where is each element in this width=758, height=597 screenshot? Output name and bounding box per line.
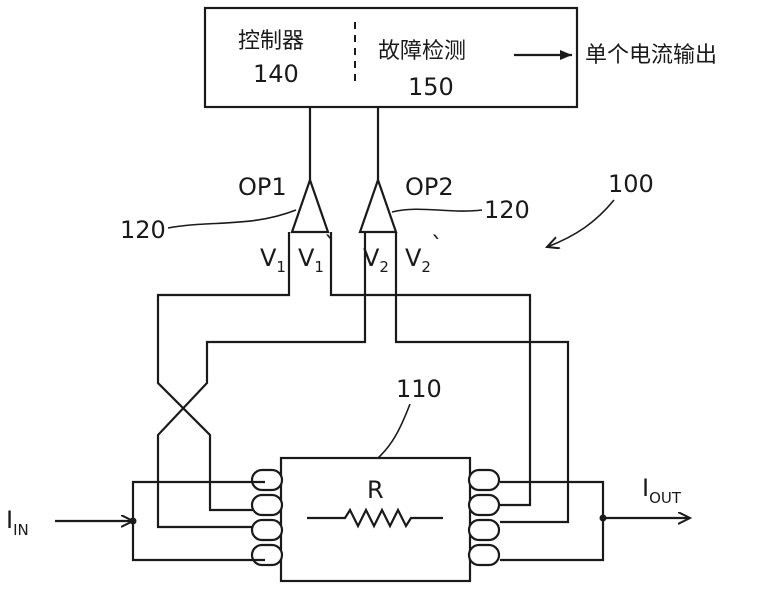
op1-amplifier — [290, 176, 330, 234]
pad-right-2 — [467, 493, 501, 517]
resistor-label: R — [367, 476, 384, 504]
output-node — [599, 514, 607, 522]
current-in-label: IIN — [6, 506, 29, 539]
op1-label: OP1 — [238, 173, 287, 201]
amp-ref-right-leader — [391, 208, 483, 213]
resistor-ref-leader — [377, 403, 411, 459]
controller-box — [203, 6, 579, 109]
pad-left-1 — [250, 468, 284, 492]
v2-label: V2 — [363, 244, 389, 276]
module-ref-arrow — [547, 199, 615, 247]
pad-left-4 — [250, 543, 284, 567]
resistor-package — [279, 456, 472, 583]
module-ref: 100 — [608, 170, 654, 198]
pad-left-3 — [250, 518, 284, 542]
input-node — [129, 517, 137, 525]
amp-ref-left-leader — [167, 209, 297, 229]
op1-v1-wire — [156, 232, 291, 512]
amp-ref-right: 120 — [484, 196, 530, 224]
output-label: 单个电流输出 — [585, 43, 717, 68]
op2-amplifier — [358, 176, 398, 234]
amp-ref-left: 120 — [120, 216, 166, 244]
op1-v1p-wire — [329, 232, 532, 507]
fault-detect-label: 故障检测 — [378, 39, 466, 64]
v1-label: V1 — [260, 244, 286, 276]
pad-left-2 — [250, 493, 284, 517]
pad-right-4 — [467, 543, 501, 567]
current-out-label: IOUT — [642, 474, 682, 507]
controller-number: 140 — [253, 60, 299, 88]
input-bus-wire — [131, 480, 265, 562]
controller-label: 控制器 — [238, 29, 304, 54]
resistor-symbol — [307, 507, 443, 529]
fault-detect-number: 150 — [408, 73, 454, 101]
resistor-ref: 110 — [396, 375, 442, 403]
pad-right-3 — [467, 518, 501, 542]
v2-prime-label: V2` — [405, 232, 443, 276]
pad-right-1 — [467, 468, 501, 492]
op2-label: OP2 — [405, 173, 454, 201]
op2-v2p-wire — [394, 232, 570, 524]
op2-v2-wire — [156, 232, 367, 529]
